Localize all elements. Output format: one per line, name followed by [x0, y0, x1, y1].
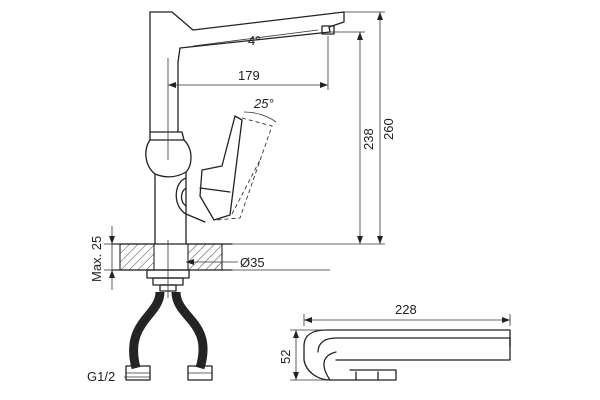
top-view [290, 314, 511, 381]
top-height-label: 52 [278, 350, 293, 364]
spout-reach-label: 179 [238, 68, 260, 83]
hole-diameter-label: Ø35 [240, 255, 265, 270]
faucet-body [145, 11, 345, 245]
thread-label: G1/2 [87, 369, 115, 384]
mounting-hardware [146, 240, 190, 298]
lever-handle [199, 115, 273, 221]
dimension-lines [104, 11, 385, 378]
countertop-section [111, 243, 330, 271]
lever-angle-label: 25° [253, 96, 274, 111]
height-238-label: 238 [361, 128, 376, 150]
max-thickness-label: Max. 25 [89, 236, 104, 282]
height-260-label: 260 [381, 118, 396, 140]
flexible-hoses [125, 291, 213, 381]
top-length-label: 228 [395, 302, 417, 317]
spout-angle-label: 4° [248, 33, 260, 48]
